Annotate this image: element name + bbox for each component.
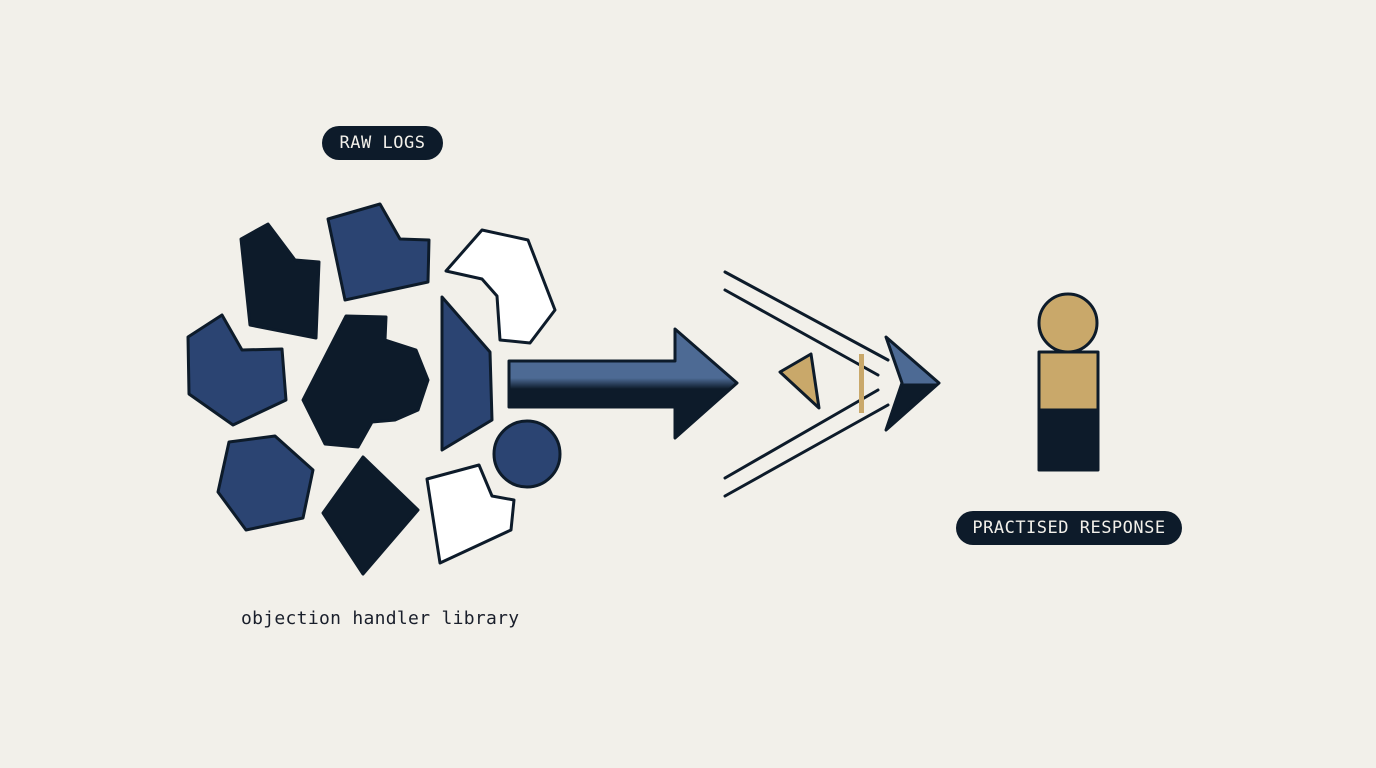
person-torso: [1037, 350, 1100, 412]
person-head: [1037, 292, 1099, 354]
fragment-dark-diamond: [321, 455, 420, 576]
fragment-navy-left: [186, 313, 288, 427]
person-base: [1037, 408, 1100, 472]
fragment-white-top-right: [444, 228, 557, 345]
person-figure-icon: [1037, 292, 1100, 472]
fragment-navy-bottom-left: [216, 434, 315, 532]
chevron-line-lower-inner: [723, 388, 880, 480]
fragment-dark-tall: [239, 222, 321, 340]
fragment-white-bottom: [425, 463, 516, 565]
gold-fragment-icon: [778, 352, 821, 410]
chevron-arrowhead: [884, 335, 941, 432]
fragment-navy-sliver: [440, 295, 494, 452]
chevron-line-upper-outer: [723, 270, 890, 362]
gold-accent-strip: [859, 354, 864, 413]
library-caption: objection handler library: [241, 608, 520, 629]
fragment-dark-center: [301, 314, 430, 449]
chevron-line-upper-inner: [723, 288, 880, 377]
fragment-navy-top: [326, 202, 431, 302]
fragment-navy-circle: [492, 419, 562, 489]
right-arrow-icon: [507, 327, 739, 440]
fragment-cluster-icon: [186, 202, 562, 576]
chevron-line-lower-outer: [723, 403, 890, 498]
practised-response-label: PRACTISED RESPONSE: [956, 511, 1182, 545]
convergence-chevron-icon: [723, 270, 890, 498]
raw-logs-label: RAW LOGS: [322, 126, 443, 160]
